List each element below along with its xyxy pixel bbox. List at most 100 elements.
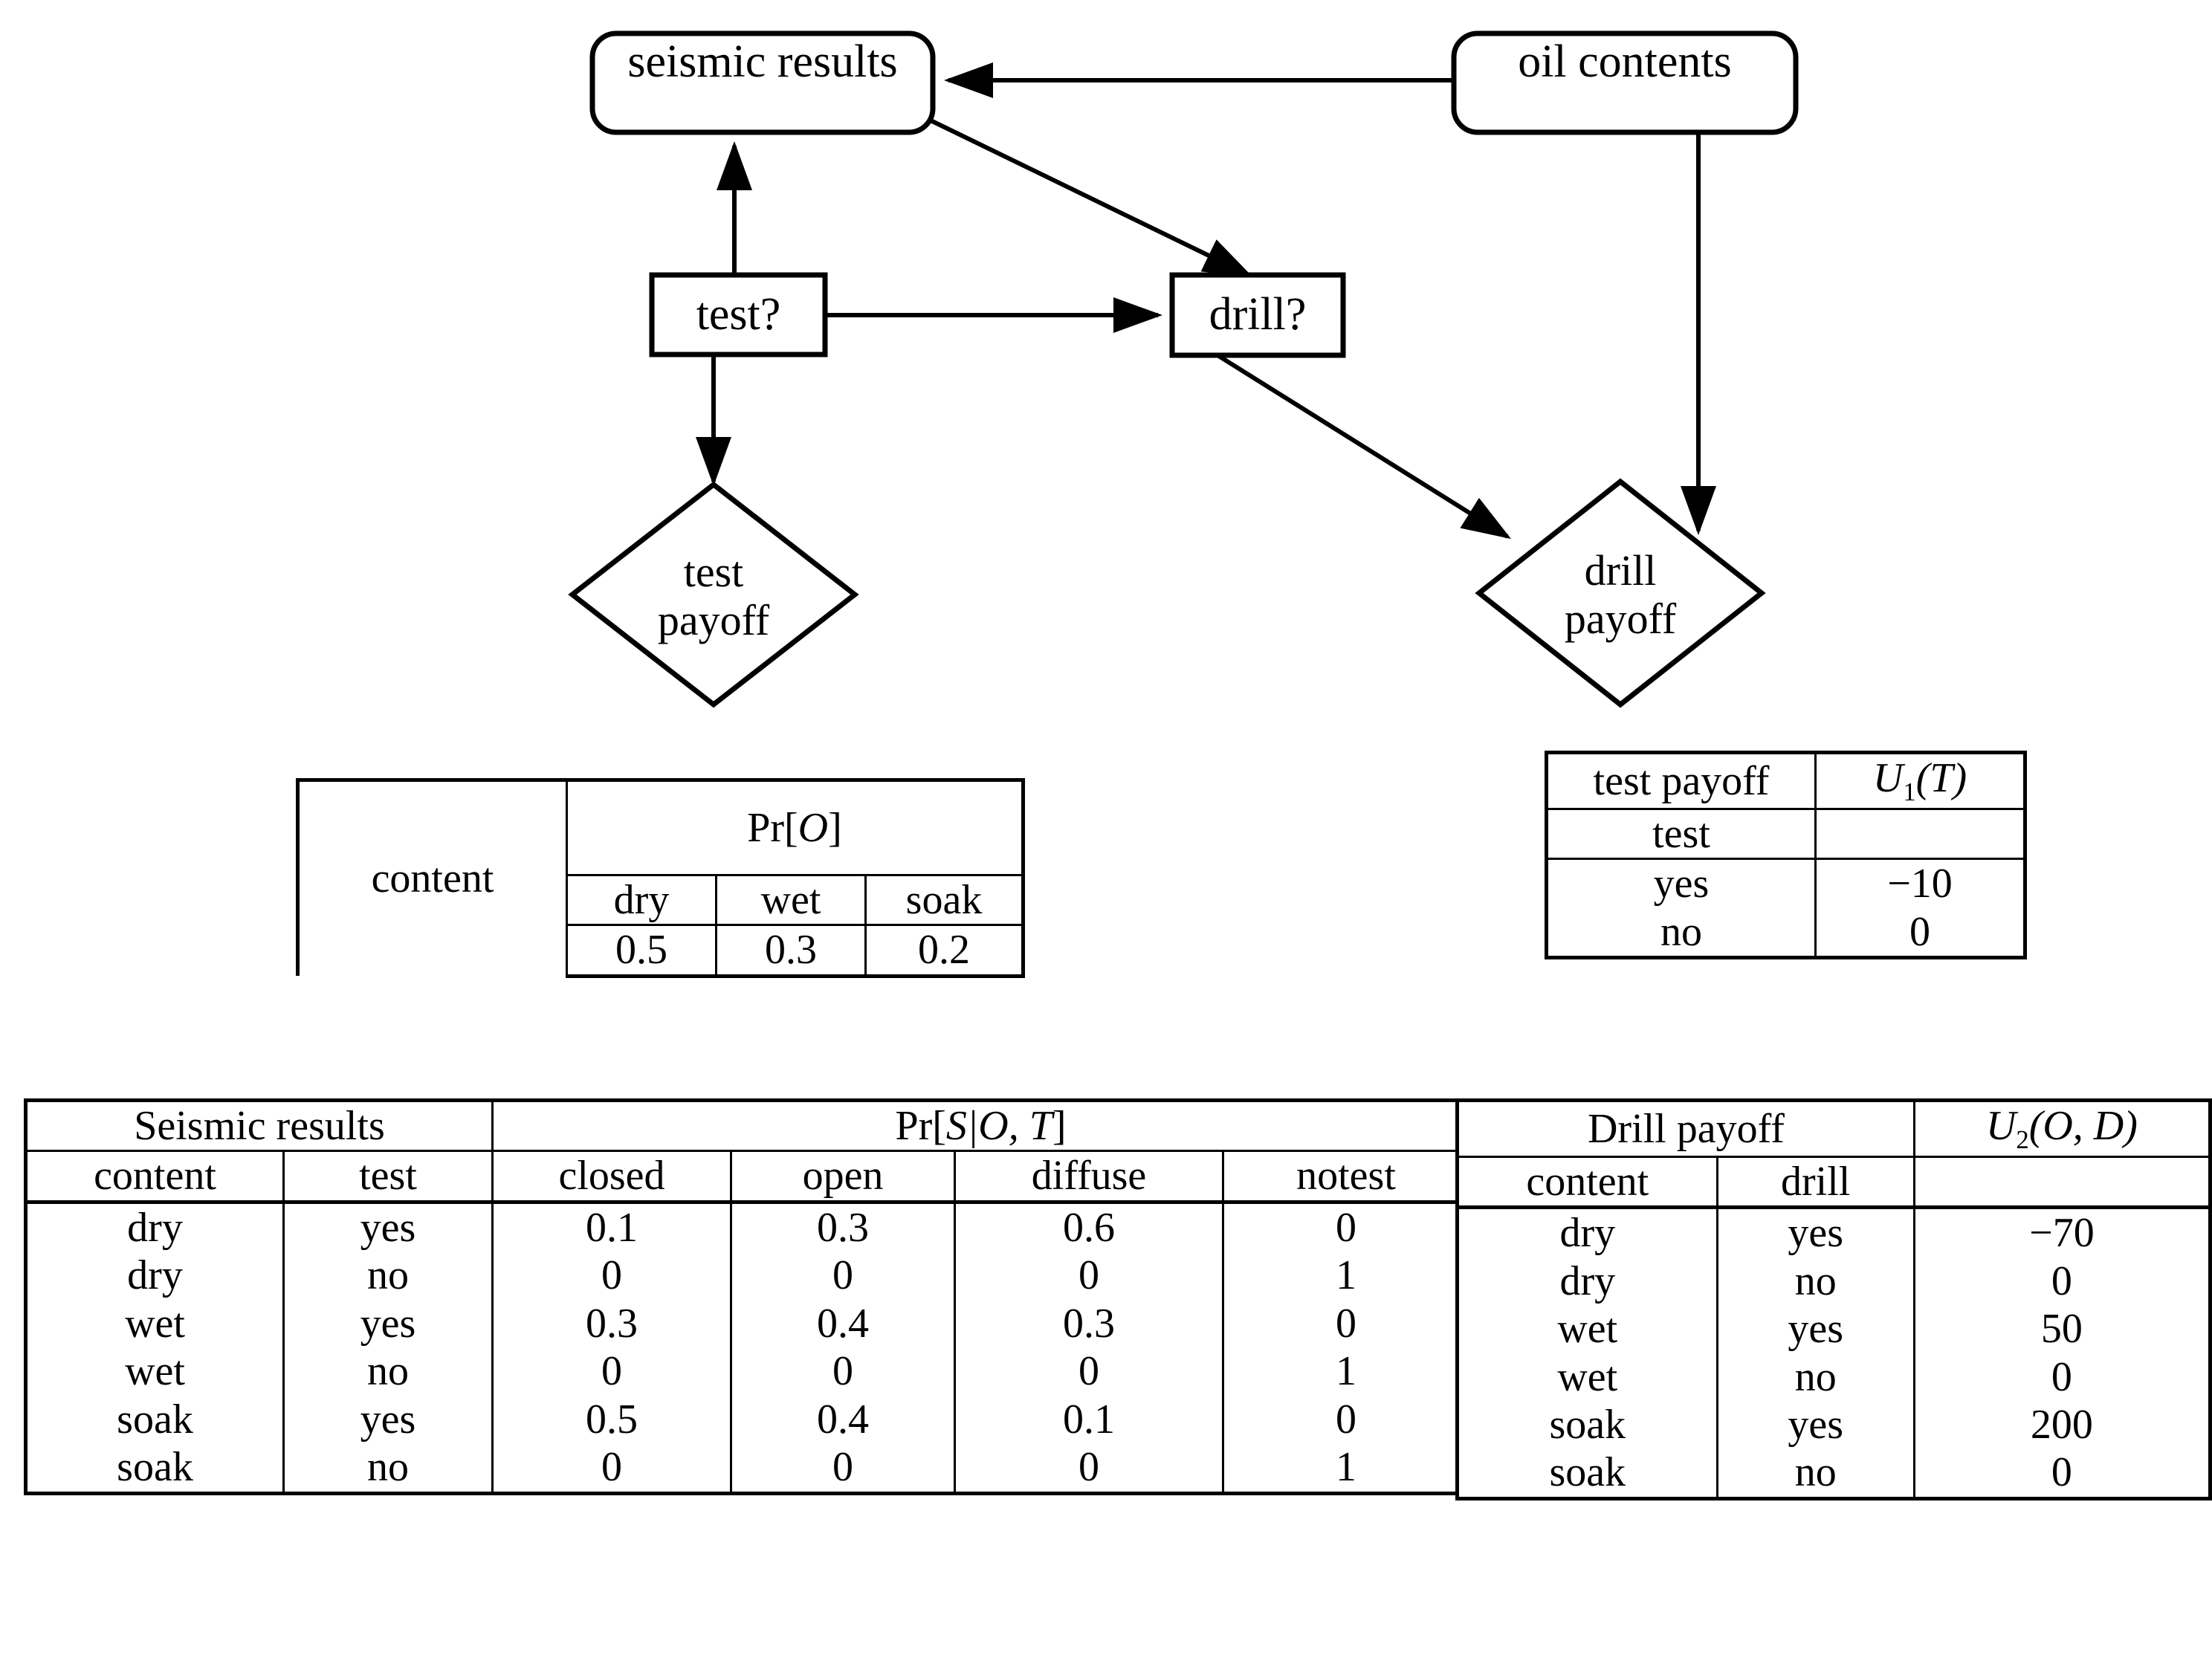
table-row: 0.5 0.3 0.2 (298, 924, 1025, 978)
prior-value-wet: 0.3 (715, 924, 866, 978)
seismic-r0-diffuse: 0.6 (954, 1200, 1223, 1252)
node-test-payoff[interactable] (568, 481, 859, 708)
table-row: test (1545, 807, 2027, 859)
test-payoff-subheader-value (1814, 807, 2027, 859)
seismic-r3-notest: 1 (1222, 1347, 1472, 1396)
table-row: soak no 0 0 0 1 (24, 1443, 1472, 1495)
seismic-r0-test: yes (282, 1200, 493, 1252)
test-payoff-utility-yes: −10 (1814, 858, 2027, 908)
node-test-decision[interactable] (649, 272, 828, 357)
seismic-r5-notest: 1 (1222, 1443, 1472, 1495)
table-row: Seismic results Pr[S|O, T] (24, 1098, 1472, 1151)
seismic-col-notest: notest (1222, 1150, 1472, 1202)
seismic-r0-content: dry (24, 1200, 284, 1252)
seismic-r5-content: soak (24, 1443, 284, 1495)
test-payoff-utility-args: (T) (1915, 755, 1967, 801)
test-payoff-option-no: no (1545, 907, 1816, 960)
test-payoff-title: test payoff (1545, 751, 1816, 809)
drill-r4-content: soak (1455, 1401, 1718, 1449)
seismic-col-test: test (282, 1150, 493, 1202)
seismic-r4-content: soak (24, 1395, 284, 1444)
prior-col-wet: wet (715, 873, 866, 925)
seismic-prob-header-var: S|O, T (945, 1103, 1052, 1149)
drill-r2-utility: 50 (1912, 1305, 2212, 1353)
seismic-r4-closed: 0.5 (491, 1395, 731, 1444)
table-row: dry yes 0.1 0.3 0.6 0 (24, 1200, 1472, 1252)
drill-r5-drill: no (1715, 1448, 1915, 1500)
drill-r4-utility: 200 (1912, 1401, 2212, 1449)
seismic-r4-open: 0.4 (730, 1395, 955, 1444)
drill-payoff-utility-pre: U (1985, 1103, 2017, 1149)
drill-r0-drill: yes (1715, 1205, 1915, 1257)
prior-row-header: content (296, 778, 567, 977)
seismic-r2-diffuse: 0.3 (954, 1299, 1223, 1348)
seismic-r5-diffuse: 0 (954, 1443, 1223, 1495)
prior-probability-table: content Pr[O] dry wet soak 0.5 0.3 0.2 (296, 778, 1025, 978)
seismic-col-closed: closed (491, 1150, 731, 1202)
drill-r1-drill: no (1715, 1257, 1915, 1306)
drill-r2-drill: yes (1715, 1305, 1915, 1353)
table-row: yes −10 (1545, 858, 2027, 908)
table-row: dry no 0 (1455, 1257, 2212, 1306)
seismic-r3-closed: 0 (491, 1347, 731, 1396)
seismic-r5-test: no (282, 1443, 493, 1495)
seismic-prob-header-post: ] (1052, 1103, 1067, 1149)
drill-r4-drill: yes (1715, 1401, 1915, 1449)
table-row: wet yes 0.3 0.4 0.3 0 (24, 1299, 1472, 1348)
drill-r1-content: dry (1455, 1257, 1718, 1306)
prior-prob-header: Pr[O] (566, 778, 1025, 875)
seismic-r3-open: 0 (730, 1347, 955, 1396)
seismic-r0-closed: 0.1 (491, 1200, 731, 1252)
seismic-r3-content: wet (24, 1347, 284, 1396)
node-oil-contents[interactable] (1451, 30, 1799, 135)
seismic-r5-closed: 0 (491, 1443, 731, 1495)
test-payoff-utility-pre: U (1872, 755, 1904, 801)
drill-payoff-table: Drill payoff U2(O, D) content drill dry … (1455, 1098, 2212, 1500)
seismic-r2-content: wet (24, 1299, 284, 1348)
drill-r0-utility: −70 (1912, 1205, 2212, 1257)
test-payoff-utility-no: 0 (1814, 907, 2027, 960)
table-row: wet no 0 (1455, 1353, 2212, 1402)
node-seismic-results[interactable] (589, 30, 936, 135)
prior-value-dry: 0.5 (566, 924, 717, 978)
seismic-col-open: open (730, 1150, 955, 1202)
seismic-results-table: Seismic results Pr[S|O, T] content test … (24, 1098, 1472, 1495)
drill-payoff-utility-args: (O, D) (2028, 1103, 2138, 1149)
seismic-r0-open: 0.3 (730, 1200, 955, 1252)
seismic-r3-test: no (282, 1347, 493, 1396)
prior-col-soak: soak (864, 873, 1025, 925)
drill-payoff-utility-sub: 2 (2016, 1125, 2029, 1155)
seismic-col-content: content (24, 1150, 284, 1202)
seismic-r1-diffuse: 0 (954, 1252, 1223, 1300)
influence-diagram (568, 30, 1799, 708)
edge-drill-to-drillpayoff (1216, 353, 1512, 540)
seismic-r1-content: dry (24, 1252, 284, 1300)
seismic-r2-closed: 0.3 (491, 1299, 731, 1348)
seismic-title: Seismic results (24, 1098, 493, 1151)
node-drill-payoff[interactable] (1475, 478, 1766, 708)
prior-col-dry: dry (566, 873, 717, 925)
drill-r1-utility: 0 (1912, 1257, 2212, 1306)
node-drill-decision[interactable] (1169, 272, 1346, 358)
table-row: content drill (1455, 1155, 2212, 1208)
seismic-r2-notest: 0 (1222, 1299, 1472, 1348)
drill-col-content: content (1455, 1155, 1718, 1208)
seismic-prob-header: Pr[S|O, T] (491, 1098, 1472, 1151)
seismic-r2-open: 0.4 (730, 1299, 955, 1348)
edge-seismic-to-drill (929, 118, 1253, 277)
test-payoff-utility-header: U1(T) (1814, 751, 2027, 809)
seismic-prob-header-pre: Pr[ (895, 1103, 946, 1149)
drill-r5-utility: 0 (1912, 1448, 2212, 1500)
table-row: content test closed open diffuse notest (24, 1150, 1472, 1202)
seismic-r4-diffuse: 0.1 (954, 1395, 1223, 1444)
seismic-r1-test: no (282, 1252, 493, 1300)
drill-r2-content: wet (1455, 1305, 1718, 1353)
drill-r0-content: dry (1455, 1205, 1718, 1257)
prior-value-soak: 0.2 (864, 924, 1025, 978)
seismic-r1-notest: 1 (1222, 1252, 1472, 1300)
seismic-r1-closed: 0 (491, 1252, 731, 1300)
test-payoff-option-yes: yes (1545, 858, 1816, 908)
table-row: wet no 0 0 0 1 (24, 1347, 1472, 1396)
test-payoff-subheader: test (1545, 807, 1816, 859)
seismic-r4-test: yes (282, 1395, 493, 1444)
